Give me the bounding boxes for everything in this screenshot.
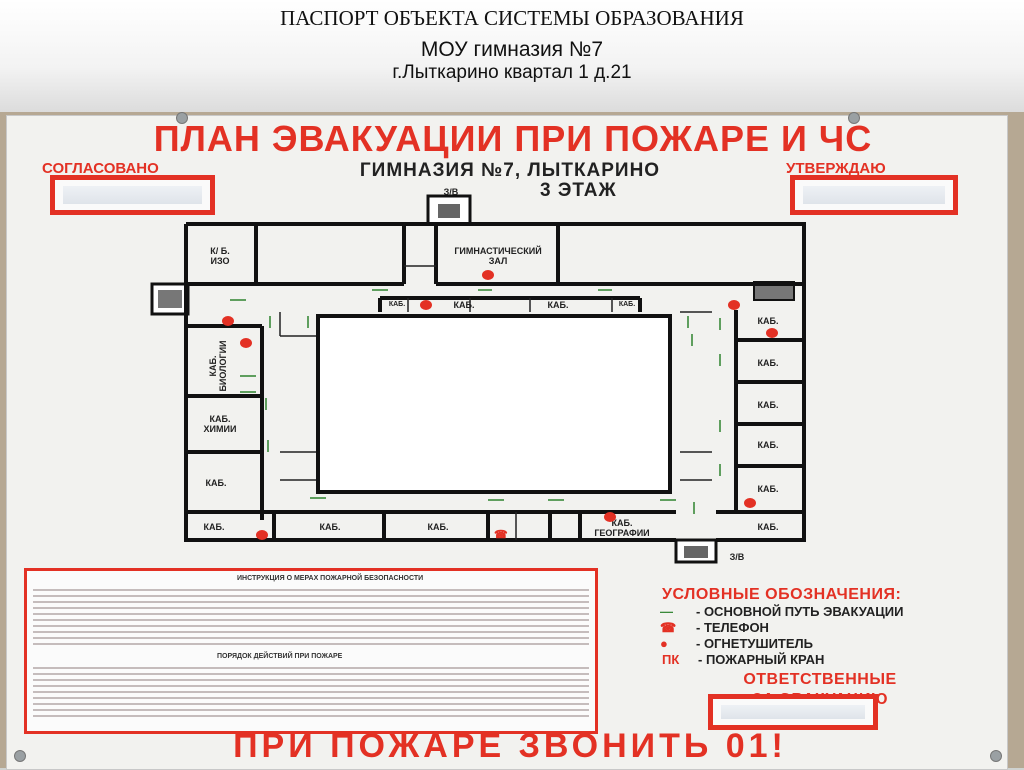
legend-item-extinguisher: ●- ОГНЕТУШИТЕЛЬ — [660, 636, 813, 651]
room-cab-label: КАБ. — [453, 300, 475, 310]
legend-title: УСЛОВНЫЕ ОБОЗНАЧЕНИЯ: — [662, 586, 902, 603]
extinguisher-icon — [604, 512, 616, 522]
screw-icon — [176, 112, 188, 124]
agreed-stamp — [50, 175, 215, 215]
outer-wall-top — [186, 222, 806, 300]
plan-title: ПЛАН ЭВАКУАЦИИ ПРИ ПОЖАРЕ И ЧС — [153, 118, 873, 159]
slide-header: ПАСПОРТ ОБЪЕКТА СИСТЕМЫ ОБРАЗОВАНИЯ МОУ … — [0, 0, 1024, 112]
room-cab-label: КАБ. — [618, 301, 636, 308]
outer-wall-right — [716, 300, 806, 542]
courtyard — [316, 314, 672, 494]
evacuation-route-arrows — [230, 289, 721, 514]
slide-title: ПАСПОРТ ОБЪЕКТА СИСТЕМЫ ОБРАЗОВАНИЯ — [280, 6, 744, 30]
extinguisher-icon — [256, 530, 268, 540]
extinguisher-icon — [222, 316, 234, 326]
extinguisher-icon — [766, 328, 778, 338]
extinguisher-icon — [420, 300, 432, 310]
exit-top-label: З/В — [443, 187, 459, 197]
legend-item-phone: ☎- ТЕЛЕФОН — [660, 620, 769, 635]
school-address: г.Лыткарино квартал 1 д.21 — [392, 62, 632, 83]
route-line-icon: — — [660, 604, 673, 619]
plan-subtitle: ГИМНАЗИЯ №7, ЛЫТКАРИНО — [359, 160, 661, 181]
screw-icon — [848, 112, 860, 124]
extinguisher-icon — [744, 498, 756, 508]
approve-stamp — [790, 175, 958, 215]
stairs-top-steps — [438, 204, 460, 218]
exit-bottom-label: З/В — [729, 552, 745, 562]
extinguisher-icon: ● — [660, 636, 668, 651]
room-cab-label: КАБ. — [757, 440, 779, 450]
instructions-title: ИНСТРУКЦИЯ О МЕРАХ ПОЖАРНОЙ БЕЗОПАСНОСТИ — [237, 575, 424, 582]
room-chemistry-label: КАБ. ХИМИИ — [203, 414, 237, 434]
floor-label: 3 ЭТАЖ — [540, 180, 617, 201]
room-iso-label: К/ Б. ИЗО — [210, 246, 230, 266]
approve-label: УТВЕРЖДАЮ — [786, 160, 886, 177]
room-cab-label: КАБ. — [757, 484, 779, 494]
phone-icon: ☎ — [494, 529, 508, 541]
room-gym-label: ГИМНАСТИЧЕСКИЙ ЗАЛ — [454, 246, 542, 266]
room-cab-label: КАБ. — [757, 358, 779, 368]
stairs-bottom-steps — [684, 546, 708, 558]
room-biology-label: КАБ. БИОЛОГИИ — [208, 340, 228, 392]
extinguisher-icon — [482, 270, 494, 280]
extinguisher-icon — [728, 300, 740, 310]
outer-wall-bottom — [184, 314, 676, 542]
screw-icon — [990, 750, 1002, 762]
room-cab-label: КАБ. — [547, 300, 569, 310]
emergency-call-text: ПРИ ПОЖАРЕ ЗВОНИТЬ 01! — [233, 727, 787, 765]
room-cab-label: КАБ. — [203, 522, 225, 532]
room-cab-label: КАБ. — [757, 522, 779, 532]
room-geography-label: КАБ. ГЕОГРАФИИ — [594, 518, 650, 538]
room-cab-label: КАБ. — [757, 316, 779, 326]
fire-hydrant-icon: ПК — [662, 652, 680, 667]
instructions-section-title: ПОРЯДОК ДЕЙСТВИЙ ПРИ ПОЖАРЕ — [217, 653, 343, 660]
fire-safety-instructions: ИНСТРУКЦИЯ О МЕРАХ ПОЖАРНОЙ БЕЗОПАСНОСТИ… — [24, 568, 598, 734]
room-cab-label: КАБ. — [757, 400, 779, 410]
school-name: МОУ гимназия №7 — [420, 38, 604, 61]
stairs-left-steps — [158, 290, 182, 308]
room-cab-label: КАБ. — [319, 522, 341, 532]
room-cab-label: КАБ. — [205, 478, 227, 488]
room-cab-label: КАБ. — [388, 301, 406, 308]
extinguisher-icon — [240, 338, 252, 348]
screw-icon — [14, 750, 26, 762]
legend-item-hydrant: ПК- ПОЖАРНЫЙ КРАН — [662, 652, 825, 667]
phone-icon: ☎ — [660, 620, 677, 635]
responsible-stamp — [708, 694, 878, 730]
agreed-label: СОГЛАСОВАНО — [42, 160, 159, 177]
responsible-line1: ОТВЕТСТВЕННЫЕ — [743, 671, 897, 688]
room-cab-label: КАБ. — [427, 522, 449, 532]
legend-item-route: —- ОСНОВНОЙ ПУТЬ ЭВАКУАЦИИ — [660, 604, 904, 619]
